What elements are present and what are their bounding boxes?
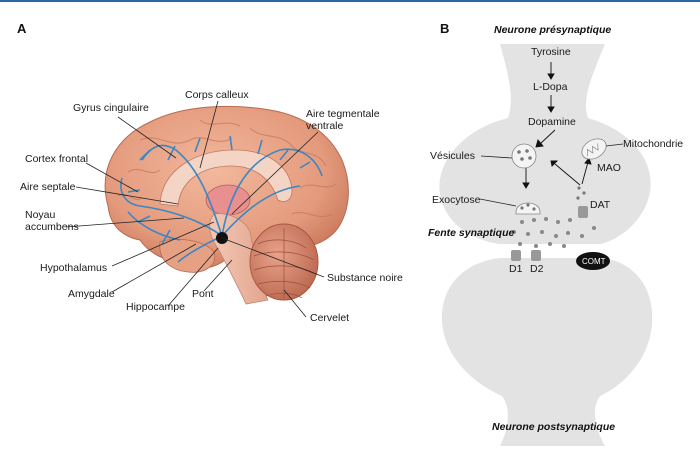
label-aire-septale: Aire septale xyxy=(20,181,76,193)
label-pont: Pont xyxy=(192,288,214,300)
panel-b-leaders xyxy=(479,143,624,207)
dat-dots xyxy=(576,186,586,200)
label-d2: D2 xyxy=(530,263,544,275)
postsynaptic-neuron xyxy=(441,258,653,446)
label-dopamine: Dopamine xyxy=(528,116,576,128)
presynaptic-neuron xyxy=(439,44,651,244)
panel-b-letter: B xyxy=(440,21,449,36)
top-accent-line xyxy=(0,0,700,2)
comt-ellipse xyxy=(576,252,610,270)
label-mitochondrie: Mitochondrie xyxy=(623,138,683,150)
d2-receptor xyxy=(531,250,541,261)
label-amygdale: Amygdale xyxy=(68,288,115,300)
synapse-illustration xyxy=(439,44,653,446)
label-noyau-2: accumbens xyxy=(25,221,79,233)
cleft-dopamine xyxy=(512,217,596,248)
panel-a-letter: A xyxy=(17,21,27,36)
label-dat: DAT xyxy=(590,199,611,211)
d1-receptor xyxy=(511,250,521,261)
label-ldopa: L-Dopa xyxy=(533,81,568,93)
label-exocytose: Exocytose xyxy=(432,194,481,206)
panel-a-leaders xyxy=(65,100,325,318)
label-aire-tegmentale-2: ventrale xyxy=(306,120,344,132)
vesicle xyxy=(511,143,537,169)
label-cortex-frontal: Cortex frontal xyxy=(25,153,88,165)
label-cervelet: Cervelet xyxy=(310,312,349,324)
label-d1: D1 xyxy=(509,263,523,275)
label-hippocampe: Hippocampe xyxy=(126,301,185,313)
label-mao: MAO xyxy=(597,162,621,174)
postsynaptic-title: Neurone postsynaptique xyxy=(492,421,615,433)
brain-illustration xyxy=(104,105,349,305)
label-corps-calleux: Corps calleux xyxy=(185,89,249,101)
corpus-callosum xyxy=(159,149,293,207)
label-substance-noire: Substance noire xyxy=(327,272,403,284)
label-hypothalamus: Hypothalamus xyxy=(40,262,107,274)
label-aire-tegmentale-1: Aire tegmentale xyxy=(306,108,380,120)
mitochondria xyxy=(581,138,607,160)
label-vesicules: Vésicules xyxy=(430,150,475,162)
cleft-title: Fente synaptique xyxy=(428,227,515,239)
presynaptic-title: Neurone présynaptique xyxy=(494,24,611,36)
label-noyau-1: Noyau xyxy=(25,209,56,221)
dat-transporter xyxy=(578,206,588,218)
exocytosis-vesicle xyxy=(515,202,541,215)
label-gyrus-cingulaire: Gyrus cingulaire xyxy=(73,102,149,114)
label-comt: COMT xyxy=(582,257,606,266)
label-tyrosine: Tyrosine xyxy=(531,46,571,58)
